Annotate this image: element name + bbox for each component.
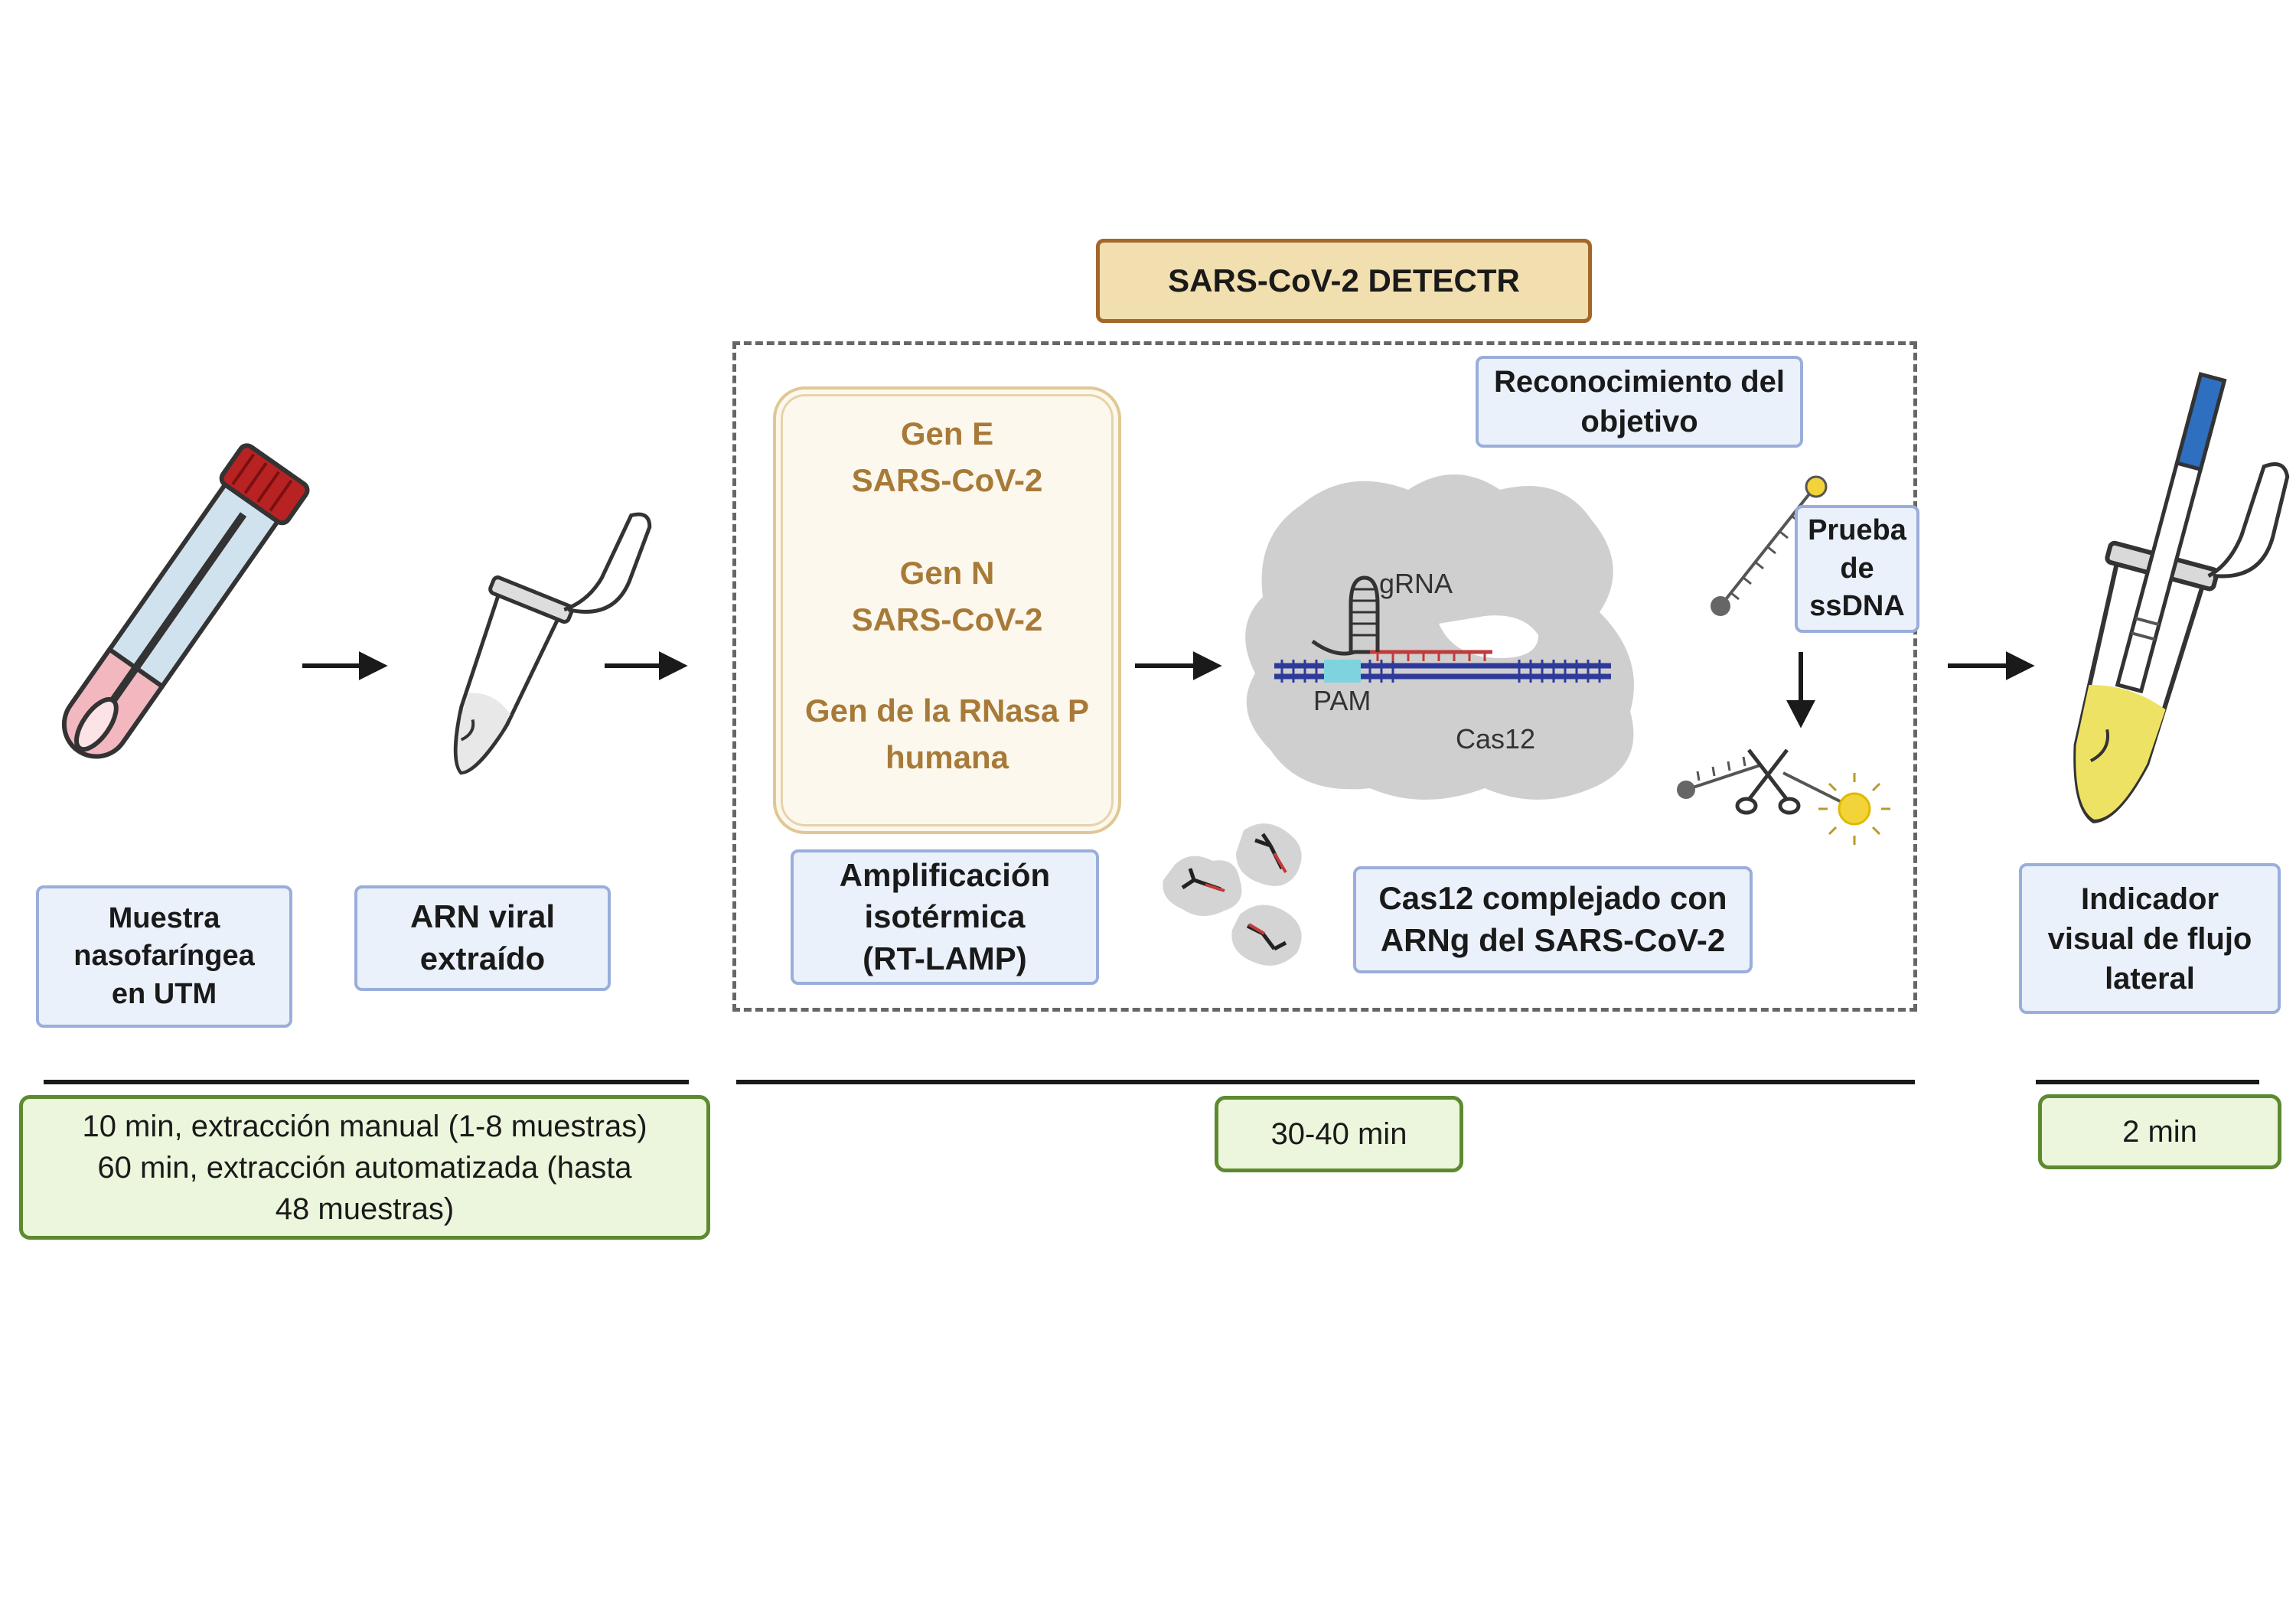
ssdna-probe-label: Prueba de ssDNA: [1795, 505, 1919, 633]
cas12-complexes-icon: [1163, 823, 1302, 966]
detectr-title-box: SARS-CoV-2 DETECTR: [1096, 239, 1592, 323]
timeline-divider-readout: [2036, 1080, 2259, 1084]
cas12-complex-label: Cas12 complejado con ARNg del SARS-CoV-2: [1353, 866, 1753, 973]
gene-n-label: Gen N SARS-CoV-2: [851, 555, 1043, 637]
readout-time-box: 2 min: [2038, 1094, 2281, 1169]
amplification-label: Amplificación isotérmica (RT-LAMP): [791, 849, 1099, 985]
cas12-label: Cas12: [1456, 723, 1535, 755]
gene-rnasep-label: Gen de la RNasa P humana: [804, 693, 1090, 775]
cas12-complex-icon: gRNA PAM Cas12: [1245, 474, 1634, 800]
gene-e-label: Gen E SARS-CoV-2: [851, 416, 1043, 498]
sample-tube-icon: [61, 443, 310, 759]
scissors-icon: [1735, 748, 1801, 815]
sample-label: Muestra nasofaríngea en UTM: [36, 885, 292, 1028]
pam-label: PAM: [1313, 685, 1371, 716]
timeline-divider-detectr: [736, 1080, 1915, 1084]
microtube-icon: [453, 512, 652, 775]
gene-panel: Gen E SARS-CoV-2 Gen N SARS-CoV-2 Gen de…: [773, 386, 1121, 834]
cleaved-probe-icon: [1677, 748, 1890, 845]
grna-label: gRNA: [1379, 568, 1453, 599]
detectr-title: SARS-CoV-2 DETECTR: [1168, 262, 1520, 298]
timeline-divider-extraction: [44, 1080, 689, 1084]
detectr-time-box: 30-40 min: [1215, 1096, 1463, 1172]
target-recognition-label: Reconocimiento del objetivo: [1476, 356, 1803, 448]
detectr-region: [732, 341, 1917, 1012]
lateral-flow-tube-icon: [2073, 372, 2290, 823]
extraction-time-box: 10 min, extracción manual (1-8 muestras)…: [19, 1095, 710, 1240]
arrow-icon: [302, 651, 2035, 729]
readout-label: Indicador visual de flujo lateral: [2019, 863, 2281, 1014]
rna-label: ARN viral extraído: [354, 885, 611, 991]
